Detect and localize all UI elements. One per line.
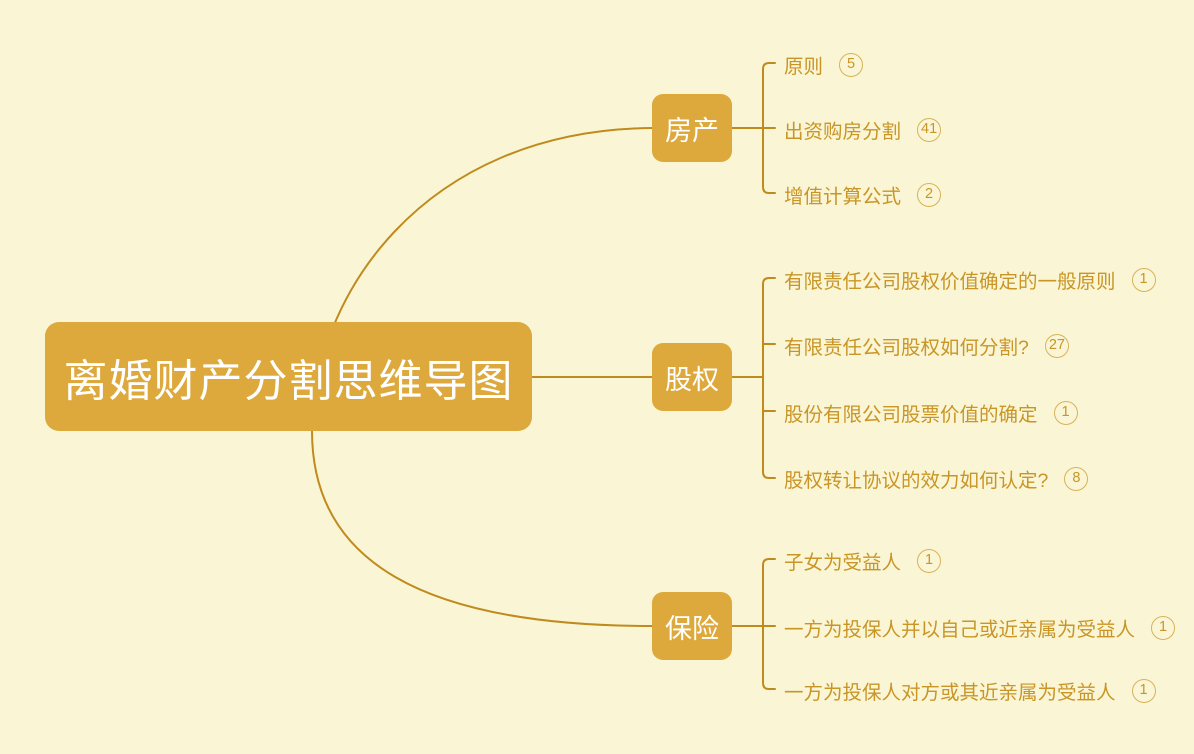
leaf-1-0[interactable]: 有限责任公司股权价值确定的一般原则 1 <box>784 265 1156 294</box>
leaf-1-1-label: 有限责任公司股权如何分割? <box>784 337 1029 359</box>
root-node-label: 离婚财产分割思维导图 <box>63 356 514 406</box>
leaf-0-2-badge: 2 <box>917 182 942 207</box>
leaf-2-2[interactable]: 一方为投保人对方或其近亲属为受益人 1 <box>784 676 1156 705</box>
branch-node-0[interactable]: 房产 <box>652 94 732 162</box>
leaf-0-0-label: 原则 <box>784 56 824 78</box>
leaf-0-2-label: 增值计算公式 <box>784 186 902 208</box>
leaf-2-2-label: 一方为投保人对方或其近亲属为受益人 <box>784 682 1116 704</box>
branch-node-2[interactable]: 保险 <box>652 592 732 660</box>
leaf-2-1-badge: 1 <box>1151 615 1176 640</box>
leaf-0-1-label: 出资购房分割 <box>784 121 902 143</box>
leaf-1-2-label: 股份有限公司股票价值的确定 <box>784 404 1038 426</box>
root-node[interactable]: 离婚财产分割思维导图 <box>45 322 532 431</box>
branch-node-2-label: 保险 <box>665 613 719 644</box>
edge-root-to-branch-2 <box>311 430 653 627</box>
leaf-1-3-badge: 8 <box>1064 466 1089 491</box>
leaf-2-0[interactable]: 子女为受益人 1 <box>784 546 942 575</box>
leaf-2-0-badge: 1 <box>917 548 942 573</box>
branch-node-1-label: 股权 <box>665 364 719 395</box>
branch-2-bracket <box>762 558 776 690</box>
leaf-1-3[interactable]: 股权转让协议的效力如何认定? 8 <box>784 464 1089 493</box>
leaf-1-2[interactable]: 股份有限公司股票价值的确定 1 <box>784 398 1078 427</box>
leaf-2-1-label: 一方为投保人并以自己或近亲属为受益人 <box>784 619 1136 641</box>
branch-1-bracket <box>762 277 776 479</box>
leaf-2-1[interactable]: 一方为投保人并以自己或近亲属为受益人 1 <box>784 613 1176 642</box>
leaf-0-1-badge: 41 <box>917 117 942 142</box>
branch-node-0-label: 房产 <box>665 115 719 146</box>
leaf-1-0-label: 有限责任公司股权价值确定的一般原则 <box>784 271 1116 293</box>
leaf-1-1-badge: 27 <box>1044 333 1069 358</box>
branch-node-1[interactable]: 股权 <box>652 343 732 411</box>
leaf-2-0-label: 子女为受益人 <box>784 552 902 574</box>
leaf-0-0-badge: 5 <box>839 52 864 77</box>
leaf-0-2[interactable]: 增值计算公式 2 <box>784 180 942 209</box>
leaf-0-1[interactable]: 出资购房分割 41 <box>784 115 942 144</box>
leaf-1-1[interactable]: 有限责任公司股权如何分割? 27 <box>784 331 1069 360</box>
leaf-1-2-badge: 1 <box>1053 400 1078 425</box>
leaf-1-3-label: 股权转让协议的效力如何认定? <box>784 470 1049 492</box>
branch-0-bracket <box>762 62 776 194</box>
leaf-0-0[interactable]: 原则 5 <box>784 50 864 79</box>
leaf-2-2-badge: 1 <box>1131 678 1156 703</box>
leaf-1-0-badge: 1 <box>1131 267 1156 292</box>
